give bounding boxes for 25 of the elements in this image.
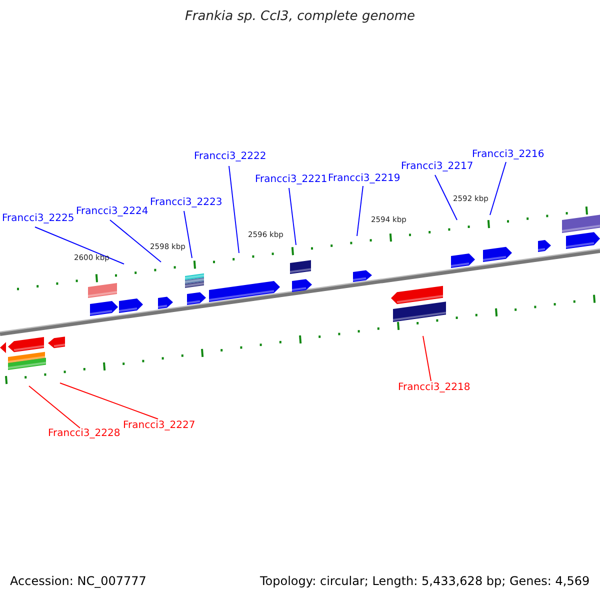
leader-line	[34, 226, 124, 264]
gene-label: Francci3_2227	[123, 420, 196, 432]
leader-line	[60, 382, 158, 420]
leader-line	[490, 162, 506, 216]
leader-line	[228, 166, 240, 254]
gene-label: Francci3_2218	[398, 382, 470, 394]
gene-label: Francci3_2219	[328, 173, 400, 184]
leader-line	[356, 186, 364, 236]
leader-line	[288, 188, 296, 246]
accession-text: Accession: NC_007777	[10, 575, 146, 589]
gene-label: Francci3_2225	[2, 213, 74, 224]
genome-summary-text: Topology: circular; Length: 5,433,628 bp; Genes: 4,569	[260, 575, 590, 589]
leader-line	[184, 210, 192, 258]
leader-line	[422, 336, 432, 382]
leader-line	[28, 386, 80, 428]
gene-label: Francci3_2228	[48, 428, 120, 440]
gene-label: Francci3_2221	[255, 174, 328, 186]
gene-label: Francci3_2224	[76, 206, 148, 218]
gene-label: Francci3_2216	[472, 149, 544, 160]
gene-label: Francci3_2217	[401, 161, 474, 172]
title: Frankia sp. CcI3, complete genome	[184, 10, 416, 25]
gene-label: Francci3_2223	[150, 197, 222, 208]
gene-label: Francci3_2222	[194, 151, 266, 162]
leader-line	[434, 174, 458, 220]
leader-line	[110, 220, 162, 262]
